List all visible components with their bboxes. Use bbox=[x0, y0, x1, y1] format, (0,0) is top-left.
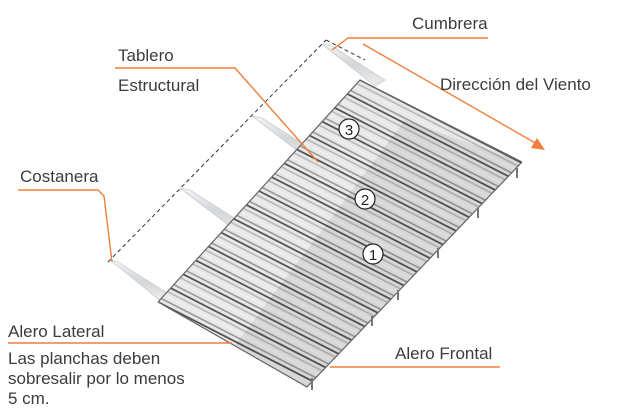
svg-text:2: 2 bbox=[361, 192, 369, 209]
label-alero-lateral: Alero Lateral bbox=[8, 322, 104, 341]
purlin bbox=[109, 259, 173, 303]
support-posts bbox=[311, 168, 518, 390]
label-nota-3: 5 cm. bbox=[8, 389, 50, 408]
label-cumbrera: Cumbrera bbox=[412, 14, 488, 33]
svg-text:3: 3 bbox=[345, 122, 353, 139]
sheet-number-1: 1 bbox=[362, 243, 384, 265]
wind-direction-line bbox=[362, 43, 538, 145]
label-estructural: Estructural bbox=[118, 76, 199, 95]
purlin-group bbox=[109, 43, 386, 303]
roof-edges bbox=[157, 79, 523, 388]
svg-text:1: 1 bbox=[369, 247, 377, 264]
label-costanera: Costanera bbox=[20, 167, 99, 186]
wind-direction-arrow-icon bbox=[531, 138, 545, 150]
label-alero-frontal: Alero Frontal bbox=[395, 344, 492, 363]
label-nota-2: sobresalir por lo menos bbox=[8, 369, 185, 388]
purlin bbox=[321, 43, 386, 87]
roof-outline-dashed bbox=[107, 39, 366, 263]
label-nota-1: Las planchas deben bbox=[8, 349, 160, 368]
leader-lines bbox=[8, 37, 538, 368]
sheet-number-2: 2 bbox=[354, 188, 376, 210]
leader-tablero bbox=[115, 67, 319, 163]
label-direccion-viento: Dirección del Viento bbox=[440, 75, 591, 94]
label-tablero: Tablero bbox=[118, 46, 174, 65]
leader-cumbrera bbox=[331, 37, 488, 51]
leader-costanera bbox=[18, 189, 113, 263]
sheet-number-3: 3 bbox=[338, 118, 360, 140]
